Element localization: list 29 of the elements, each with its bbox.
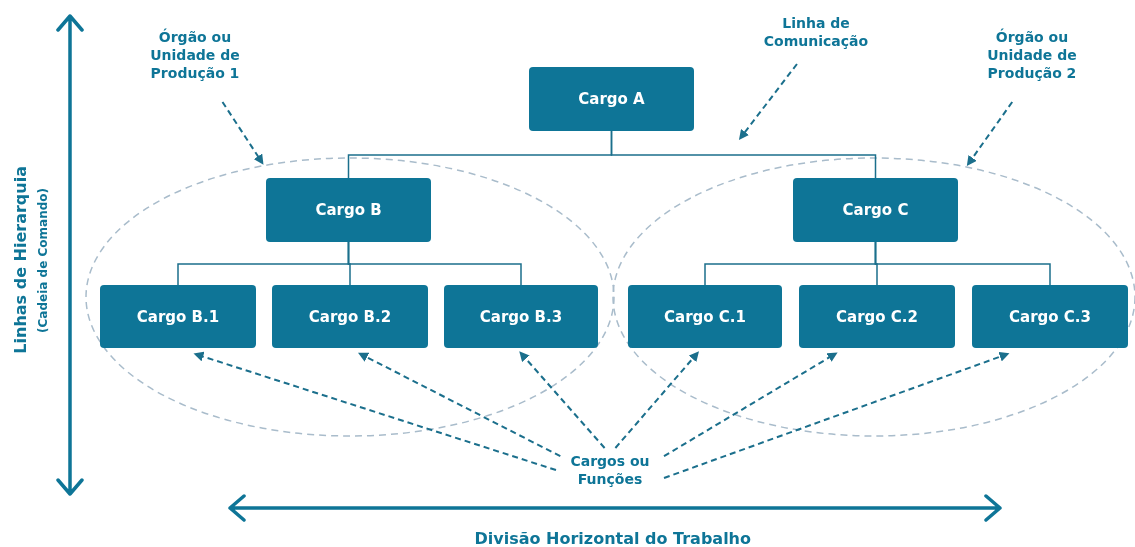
org-line (874, 241, 1051, 286)
job-box: Cargo C.1 (628, 285, 782, 348)
org-line (610, 130, 877, 179)
callout-text: Linha de Comunicação (760, 14, 872, 60)
org-line (347, 241, 522, 286)
dashed-arrow (358, 352, 562, 458)
job-box: Cargo B (266, 178, 431, 242)
axis-label: Divisão Horizontal do Trabalho (474, 528, 751, 547)
job-box: Cargo C.2 (799, 285, 955, 348)
axis-label: (Cadeia de Comando) (36, 187, 50, 333)
dashed-arrow (663, 352, 1010, 480)
job-box: Cargo B.2 (272, 285, 428, 348)
callout-text: Cargos ou Funções (556, 452, 664, 494)
dashed-arrow (193, 351, 557, 472)
dashed-arrow (966, 101, 1014, 167)
callout-text: Órgão ou Unidade de Produção 1 (140, 28, 250, 98)
dashed-arrow (614, 351, 700, 449)
job-box: Cargo A (529, 67, 694, 131)
dashed-arrow (663, 352, 838, 458)
axis-label: Linhas de Hierarquia (10, 166, 30, 354)
dashed-arrow (221, 101, 264, 165)
dashed-arrow (519, 351, 606, 449)
job-box: Cargo B.3 (444, 285, 598, 348)
job-box: Cargo B.1 (100, 285, 256, 348)
job-box: Cargo C.3 (972, 285, 1128, 348)
job-box: Cargo C (793, 178, 958, 242)
callout-text: Órgão ou Unidade de Produção 2 (977, 28, 1087, 98)
dashed-arrow (738, 63, 798, 140)
dashed-ellipse (85, 157, 615, 437)
